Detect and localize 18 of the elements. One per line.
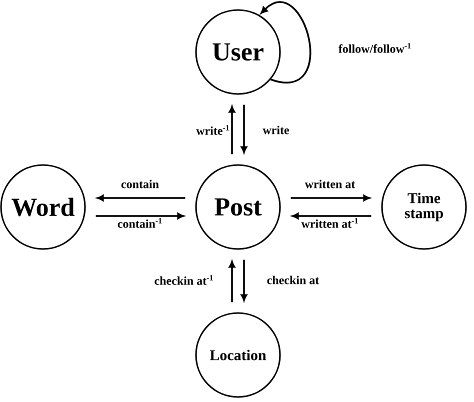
arrow <box>96 212 184 220</box>
edge-label: checkin at <box>267 276 320 284</box>
arrow <box>228 106 236 154</box>
edge-label: contain$^{-1}$ <box>118 218 162 228</box>
self-loop-arrow <box>260 2 312 84</box>
edge-label: follow/follow$^{-1}$ <box>338 43 411 53</box>
arrow <box>240 260 248 301</box>
edge-label: written at <box>304 180 356 188</box>
edge-label: write <box>262 126 290 134</box>
arrow <box>97 194 186 202</box>
arrow <box>228 261 236 302</box>
arrow <box>292 212 372 220</box>
edge-label: write$^{-1}$ <box>196 125 229 135</box>
edge-label: written at$^{-1}$ <box>301 218 358 228</box>
arrow <box>240 104 248 153</box>
edge-label: contain <box>121 180 159 188</box>
edge-label: checkin at$^{-1}$ <box>154 275 213 285</box>
arrow <box>290 194 370 202</box>
